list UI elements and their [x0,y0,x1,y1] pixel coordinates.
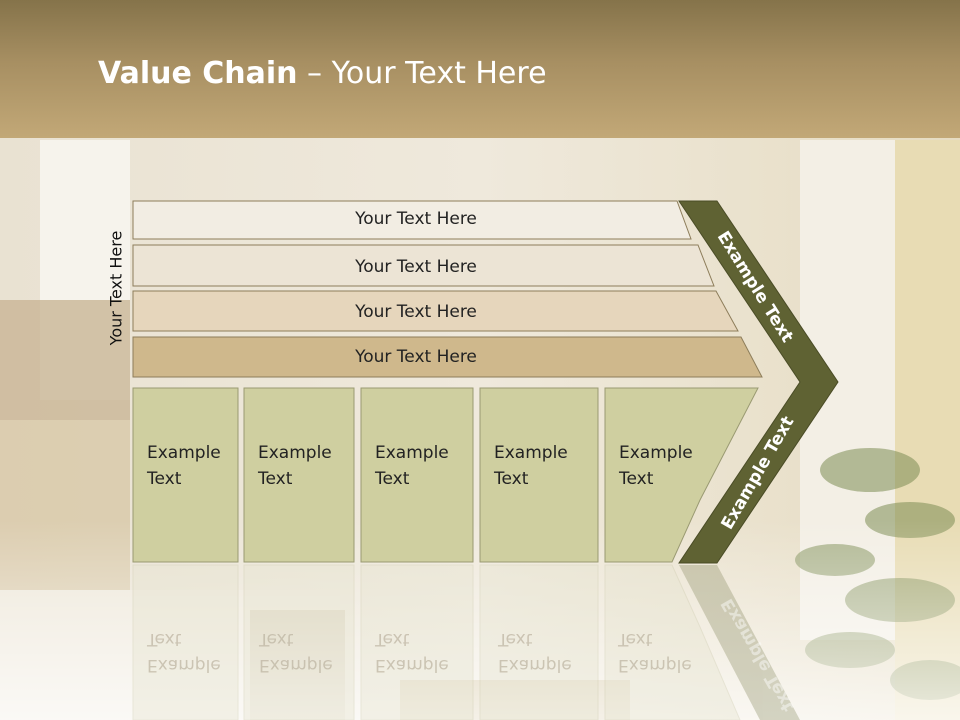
cell-4-line1: Example [494,443,568,463]
row-label-2: Your Text Here [355,257,477,277]
row-label-1: Your Text Here [355,209,477,229]
row-shape-3 [132,290,739,332]
row-shape-2 [132,244,715,287]
title-bold: Value Chain [98,56,298,91]
side-label: Your Text Here [106,230,126,346]
title-band [0,0,960,138]
diagram-reflection [132,564,800,720]
cell-2-line1: Example [258,443,332,463]
cell-5-line2: Text [619,469,654,489]
cell-3-line1: Example [375,443,449,463]
cell-shape-4 [479,387,599,563]
title-rest: – Your Text Here [297,56,547,91]
cell-shape-5 [604,387,759,563]
cell-4-line2: Text [494,469,529,489]
cell-3-line2: Text [375,469,410,489]
cell-2-line2: Text [258,469,293,489]
row-shape-4 [132,336,763,378]
cell-5-line1: Example [619,443,693,463]
cell-1-line1: Example [147,443,221,463]
slide-title: Value Chain – Your Text Here [98,56,547,91]
cell-shape-3 [360,387,474,563]
row-shape-1 [132,200,692,240]
row-label-3: Your Text Here [355,302,477,322]
cell-shape-1 [132,387,239,563]
cell-shape-2 [243,387,355,563]
cell-1-line2: Text [147,469,182,489]
row-label-4: Your Text Here [355,347,477,367]
chevron-shape [678,200,839,564]
